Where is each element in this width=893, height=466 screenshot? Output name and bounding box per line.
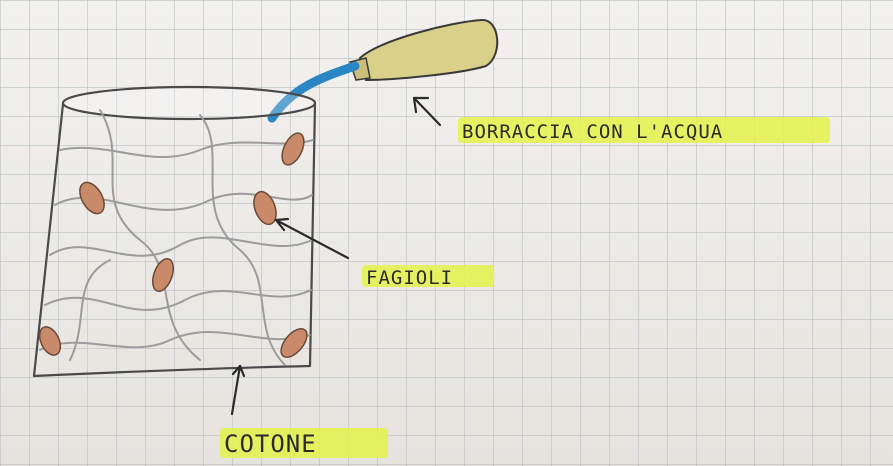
glass-rim — [63, 87, 315, 119]
label-cotton: COTONE — [224, 430, 317, 458]
label-bottle: BORRACCIA CON L'ACQUA — [462, 121, 723, 143]
label-beans: FAGIOLI — [366, 267, 453, 289]
